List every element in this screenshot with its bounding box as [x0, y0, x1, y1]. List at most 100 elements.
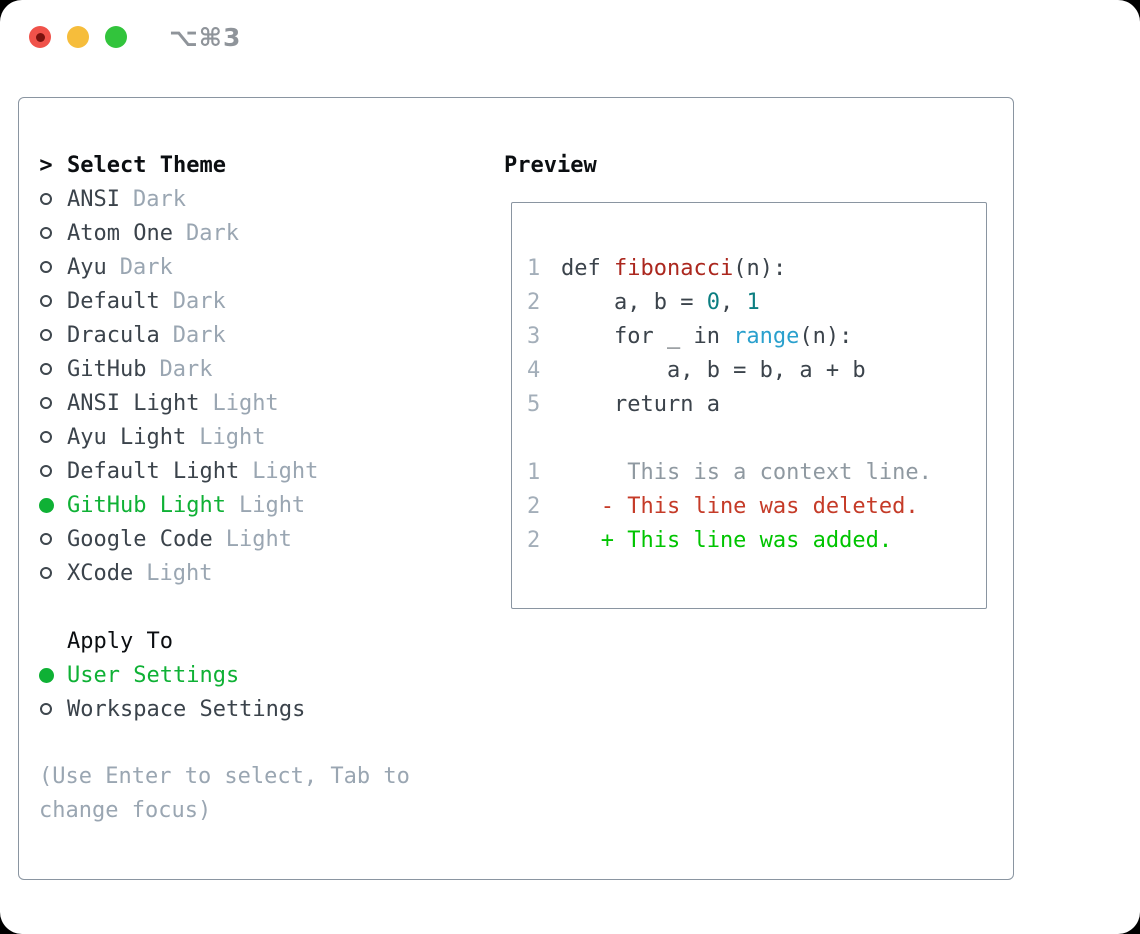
theme-item-google-code[interactable]: Google Code Light: [39, 522, 489, 556]
theme-variant: Light: [225, 526, 292, 552]
theme-selector-header: > Select Theme: [39, 148, 489, 182]
line-number: 5: [527, 391, 541, 417]
code-token: + This line was added.: [561, 527, 893, 553]
radio-icon: [39, 431, 53, 443]
theme-name: GitHub: [67, 356, 147, 382]
theme-variant: Dark: [159, 356, 213, 382]
code-token: - This line was deleted.: [561, 493, 919, 519]
theme-name: Google Code: [67, 526, 213, 552]
radio-icon: [39, 397, 53, 409]
code-content: for _ in range(n):: [561, 324, 852, 349]
code-content: a, b = b, a + b: [561, 358, 866, 383]
code-line: 3 for _ in range(n):: [527, 319, 986, 353]
theme-name: ANSI: [67, 186, 120, 212]
code-line: 1 def fibonacci(n):: [527, 251, 986, 285]
close-button[interactable]: [29, 26, 51, 48]
code-blank-line: [527, 421, 986, 455]
theme-item-default[interactable]: Default Dark: [39, 284, 489, 318]
code-token: 1: [746, 289, 760, 315]
radio-icon: [39, 465, 53, 477]
theme-variant: Dark: [132, 186, 186, 212]
code-token: a, b =: [561, 289, 707, 315]
theme-selector-title: Select Theme: [67, 152, 226, 178]
code-token: range: [733, 323, 800, 349]
theme-item-default-light[interactable]: Default Light Light: [39, 454, 489, 488]
apply-to-header: Apply To: [39, 624, 489, 658]
apply-to-option-user-settings[interactable]: User Settings: [38, 658, 489, 692]
code-token: return a: [561, 391, 720, 417]
line-number: 1: [527, 459, 541, 485]
code-token: (n):: [799, 323, 853, 349]
line-number: 1: [527, 255, 541, 281]
line-number: 3: [527, 323, 541, 349]
line-number: 2: [527, 493, 541, 519]
theme-name: Dracula: [67, 322, 160, 348]
theme-name: Default: [67, 288, 160, 314]
line-number: 2: [527, 289, 541, 315]
theme-item-dracula[interactable]: Dracula Dark: [39, 318, 489, 352]
theme-variant: Light: [199, 424, 266, 450]
code-token: This is a context line.: [561, 459, 932, 485]
theme-name: GitHub Light: [67, 492, 226, 518]
theme-variant: Dark: [172, 322, 226, 348]
radio-icon: [39, 261, 53, 273]
preview-title: Preview: [504, 152, 597, 178]
theme-item-github[interactable]: GitHub Dark: [39, 352, 489, 386]
code-token: ,: [719, 289, 747, 315]
radio-icon: [39, 193, 53, 205]
theme-item-ansi[interactable]: ANSI Dark: [39, 182, 489, 216]
theme-item-xcode[interactable]: XCode Light: [39, 556, 489, 590]
selected-radio-icon: [38, 497, 54, 513]
window-title: ⌥⌘3: [169, 22, 242, 52]
theme-variant: Light: [212, 390, 279, 416]
theme-variant: Light: [252, 458, 319, 484]
code-line: 5 return a: [527, 387, 986, 421]
radio-icon: [39, 363, 53, 375]
apply-to-title: Apply To: [67, 628, 173, 654]
selected-radio-icon: [38, 667, 54, 683]
theme-name: Atom One: [67, 220, 173, 246]
theme-variant: Light: [146, 560, 213, 586]
apply-to-option-workspace-settings[interactable]: Workspace Settings: [39, 692, 489, 726]
code-line: 2 + This line was added.: [527, 523, 986, 557]
code-token: fibonacci: [613, 255, 734, 281]
theme-name: XCode: [67, 560, 134, 586]
code-token: 0: [706, 289, 720, 315]
radio-icon: [39, 227, 53, 239]
hint-text: (Use Enter to select, Tab to change focu…: [39, 764, 410, 823]
code-content: - This line was deleted.: [561, 494, 919, 519]
code-content: def fibonacci(n):: [561, 256, 786, 281]
line-number: 2: [527, 527, 541, 553]
code-token: (n):: [733, 255, 787, 281]
theme-variant: Dark: [172, 288, 226, 314]
code-line: 1 This is a context line.: [527, 455, 986, 489]
code-content: a, b = 0, 1: [561, 290, 760, 315]
section-spacer: [39, 726, 489, 760]
prompt-icon: >: [39, 152, 53, 178]
code-line: 4 a, b = b, a + b: [527, 353, 986, 387]
code-content: return a: [561, 392, 720, 417]
code-token: def: [561, 255, 614, 281]
radio-icon: [39, 533, 53, 545]
zoom-button[interactable]: [105, 26, 127, 48]
minimize-button[interactable]: [67, 26, 89, 48]
radio-icon: [39, 567, 53, 579]
code-content: This is a context line.: [561, 460, 932, 485]
code-line: 2 a, b = 0, 1: [527, 285, 986, 319]
line-number: 4: [527, 357, 541, 383]
radio-icon: [39, 703, 53, 715]
titlebar: ⌥⌘3: [0, 0, 1140, 74]
apply-to-option-label: Workspace Settings: [67, 696, 306, 722]
radio-icon: [39, 329, 53, 341]
radio-icon: [39, 295, 53, 307]
theme-name: Default Light: [67, 458, 240, 484]
